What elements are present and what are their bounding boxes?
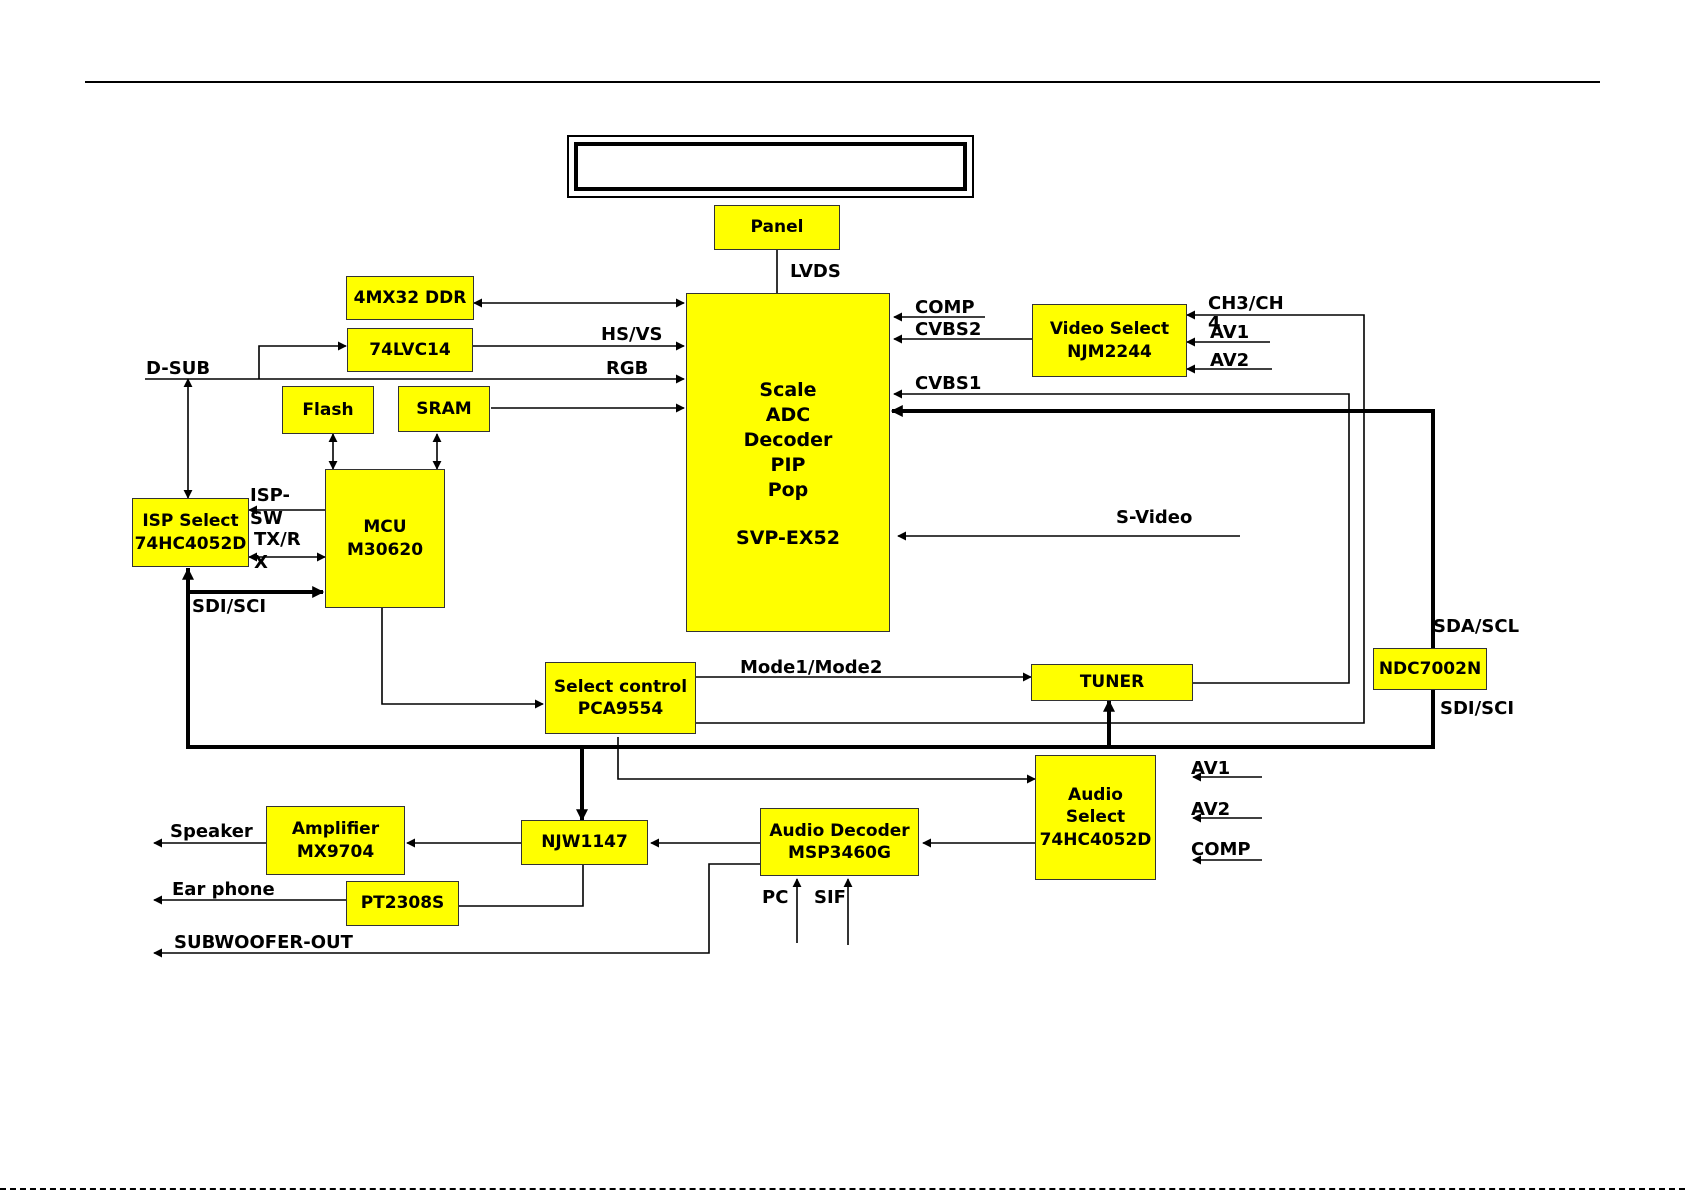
audio-select-part: 74HC4052D xyxy=(1039,829,1152,850)
select-right-line xyxy=(696,683,1365,724)
audio-select-label-2: Select xyxy=(1065,807,1126,828)
rgb-label: RGB xyxy=(606,358,649,379)
av2-video-label: AV2 xyxy=(1210,350,1250,371)
amplifier-block: Amplifier MX9704 xyxy=(266,806,405,875)
scaler-line-1: Scale xyxy=(759,379,817,401)
tuner-block: TUNER xyxy=(1031,664,1193,701)
audio-decoder-block: Audio Decoder MSP3460G xyxy=(760,808,919,876)
earphone-label: Ear phone xyxy=(172,879,275,900)
scaler-line-3: Decoder xyxy=(743,429,833,451)
av1-video-label: AV1 xyxy=(1210,322,1250,343)
scaler-part: SVP-EX52 xyxy=(736,527,840,549)
av1-audio-label: AV1 xyxy=(1191,758,1231,779)
txrx-label-1: TX/R xyxy=(254,529,301,550)
ch4-label: 4 xyxy=(1208,313,1221,334)
isp-select-part: 74HC4052D xyxy=(134,533,247,554)
isp-select-block: ISP Select 74HC4052D xyxy=(132,498,249,567)
audio-decoder-part: MSP3460G xyxy=(788,843,891,863)
ch3-line xyxy=(1186,310,1365,683)
mcu-block: MCU M30620 xyxy=(325,469,445,608)
select-control-block: Select control PCA9554 xyxy=(545,662,696,734)
ndc-label: NDC7002N xyxy=(1378,658,1482,679)
subwoofer-label: SUBWOOFER-OUT xyxy=(174,932,353,953)
ddr-label: 4MX32 DDR xyxy=(353,287,467,308)
subwoofer-line xyxy=(153,863,760,958)
mode-label: Mode1/Mode2 xyxy=(740,657,883,678)
header-rule xyxy=(85,81,1600,83)
isp-select-label: ISP Select xyxy=(142,511,239,532)
sdi-sci-left-label: SDI/SCI xyxy=(192,596,267,617)
tuner-label: TUNER xyxy=(1079,672,1145,693)
ddr-block: 4MX32 DDR xyxy=(346,276,474,320)
njw1147-label: NJW1147 xyxy=(541,832,628,853)
isp-sw-label-1: ISP- xyxy=(250,485,291,506)
cvbs1-line xyxy=(893,389,1350,684)
lvds-label: LVDS xyxy=(790,261,841,282)
select-control-label: Select control xyxy=(553,676,688,697)
comp-audio-label: COMP xyxy=(1191,839,1251,860)
sram-block: SRAM xyxy=(398,386,490,432)
cvbs2-label: CVBS2 xyxy=(915,319,982,340)
pt2308s-block: PT2308S xyxy=(346,881,459,926)
hsvs-label: HS/VS xyxy=(601,324,663,345)
footer-rule xyxy=(0,1188,1685,1190)
amplifier-part: MX9704 xyxy=(296,841,375,862)
ch3-label: CH3/CH xyxy=(1208,293,1284,314)
mcu-part: M30620 xyxy=(346,539,424,560)
pt2308s-label: PT2308S xyxy=(360,893,445,914)
svideo-label: S-Video xyxy=(1116,507,1193,528)
flash-label: Flash xyxy=(302,399,354,420)
mcu-select-line xyxy=(381,608,544,709)
mcu-label: MCU xyxy=(363,517,407,538)
speaker-label: Speaker xyxy=(170,821,253,842)
comp-video-label: COMP xyxy=(915,297,975,318)
video-select-block: Video Select NJM2244 xyxy=(1032,304,1187,377)
dsub-lvc-line xyxy=(258,341,347,379)
select-control-part: PCA9554 xyxy=(577,699,664,719)
sif-label: SIF xyxy=(814,887,846,908)
dsub-label: D-SUB xyxy=(146,358,211,379)
sdi-sci-right-label: SDI/SCI xyxy=(1440,698,1515,719)
txrx-label-2: X xyxy=(254,552,268,573)
njw-pt-line xyxy=(459,865,584,907)
sda-scl-label: SDA/SCL xyxy=(1433,616,1520,637)
audio-select-label-1: Audio xyxy=(1068,785,1123,806)
amplifier-label: Amplifier xyxy=(291,819,380,840)
av2-audio-label: AV2 xyxy=(1191,799,1231,820)
scaler-line-2: ADC xyxy=(765,404,811,426)
lvc14-label: 74LVC14 xyxy=(369,339,451,360)
audio-decoder-label: Audio Decoder xyxy=(769,820,910,841)
sram-label: SRAM xyxy=(416,398,472,419)
panel-block: Panel xyxy=(714,205,840,250)
bus-ndc-up xyxy=(890,405,1435,648)
pc-label: PC xyxy=(762,887,789,908)
video-select-label: Video Select xyxy=(1049,319,1170,340)
njw1147-block: NJW1147 xyxy=(521,820,648,865)
video-select-part: NJM2244 xyxy=(1067,341,1152,362)
panel-label: Panel xyxy=(750,217,804,238)
scaler-line-4: PIP xyxy=(770,454,806,476)
flash-block: Flash xyxy=(282,386,374,434)
select-audio-line xyxy=(617,737,1036,784)
isp-sw-label-2: SW xyxy=(250,508,283,529)
scaler-line-5: Pop xyxy=(767,479,809,501)
scaler-block: Scale ADC Decoder PIP Pop SVP-EX52 xyxy=(686,293,890,632)
ndc-block: NDC7002N xyxy=(1373,648,1487,690)
cvbs1-label: CVBS1 xyxy=(915,373,982,394)
audio-select-block: Audio Select 74HC4052D xyxy=(1035,755,1156,880)
title-box xyxy=(567,135,974,198)
lvc14-block: 74LVC14 xyxy=(347,328,473,372)
